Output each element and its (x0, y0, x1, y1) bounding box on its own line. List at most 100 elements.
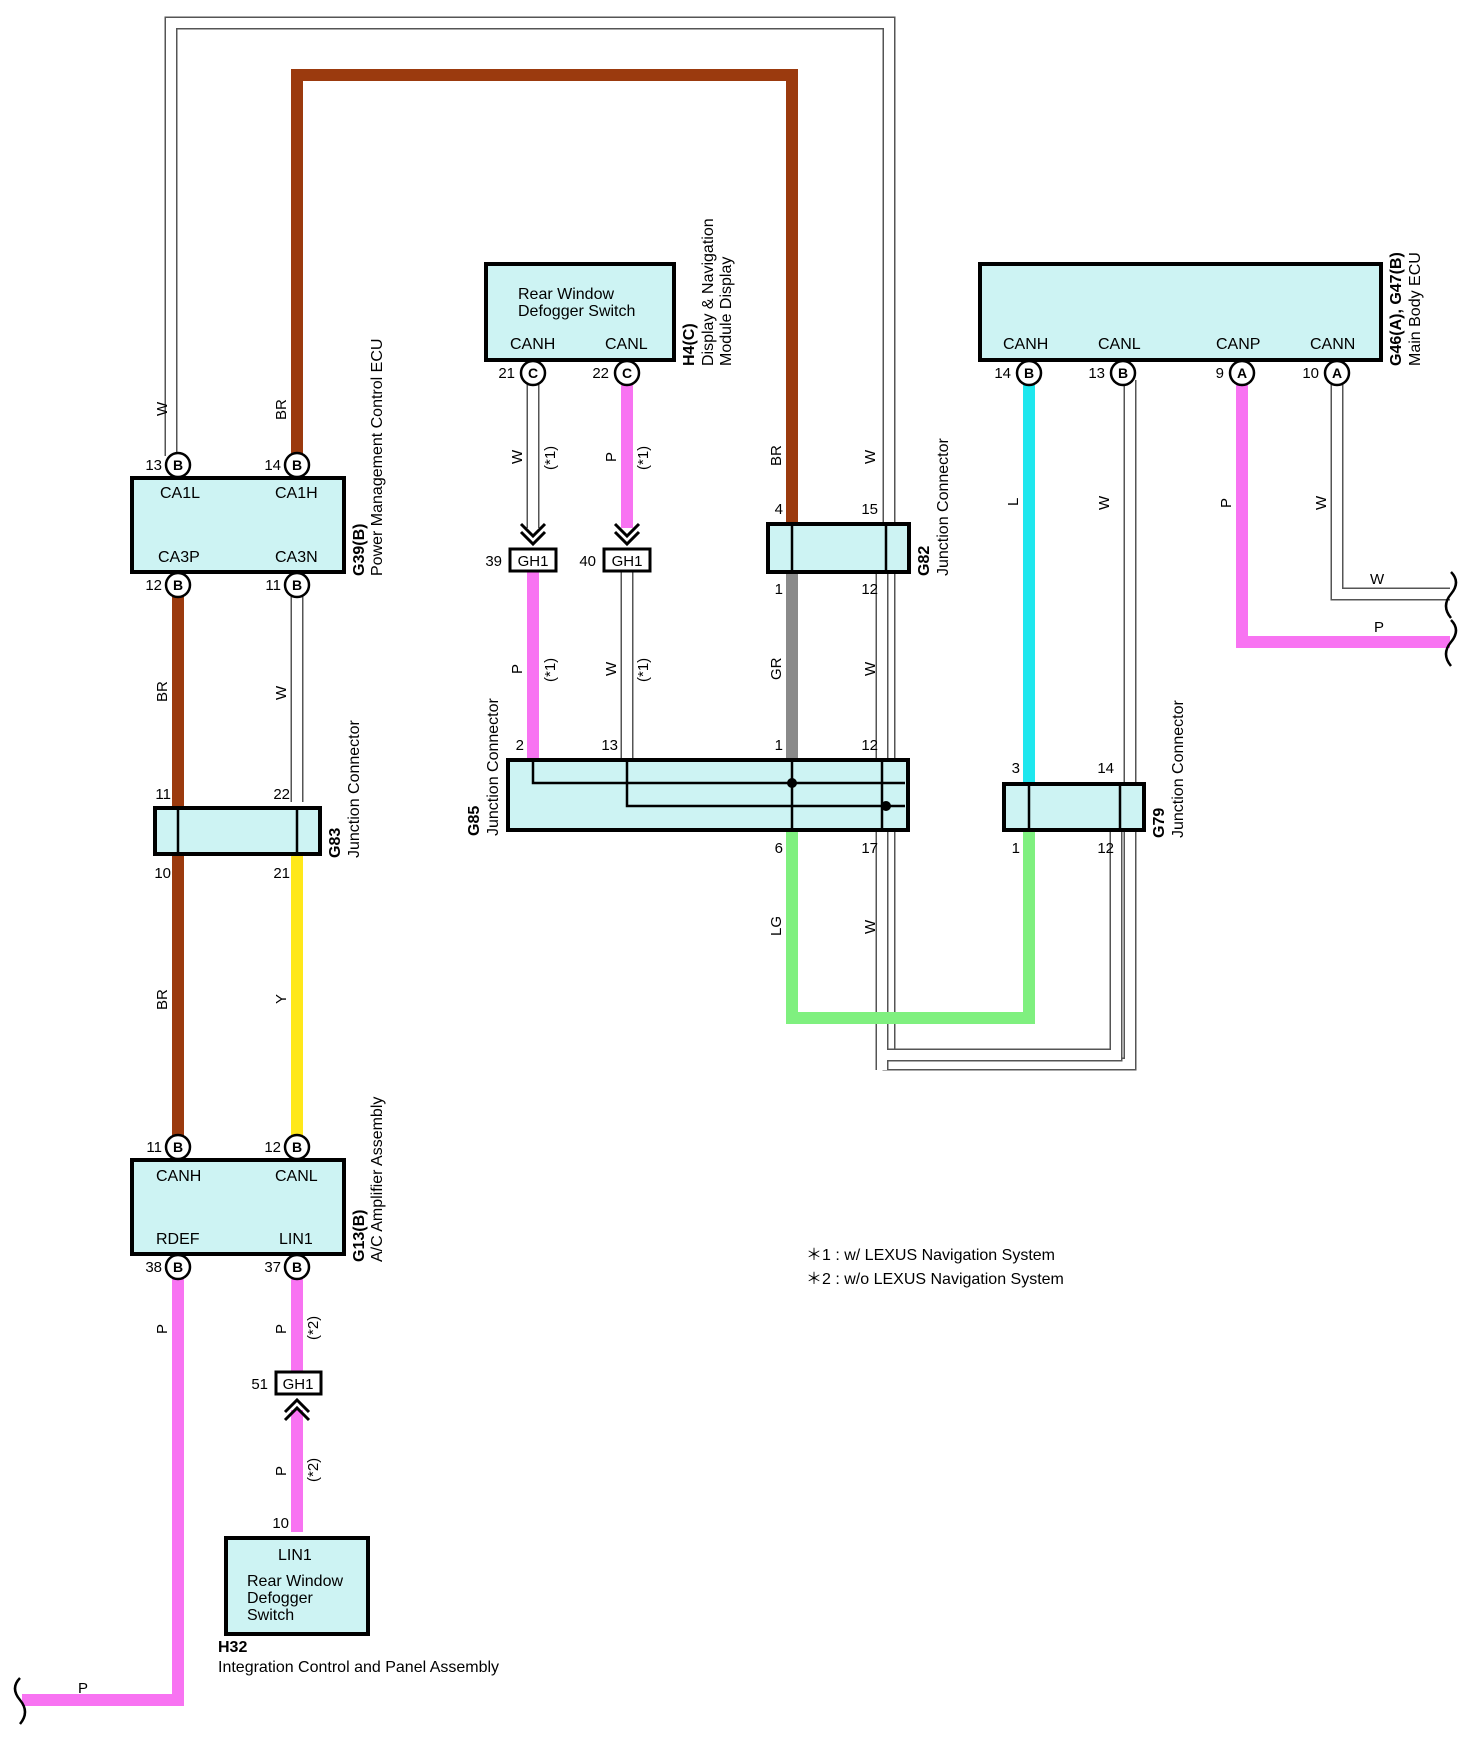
gh1-connector-51: GH1 51 (251, 1370, 323, 1422)
svg-text:10: 10 (154, 865, 171, 882)
svg-text:Junction Connector: Junction Connector (485, 697, 502, 836)
svg-text:CANP: CANP (1216, 336, 1260, 353)
svg-text:GH1: GH1 (612, 553, 643, 570)
svg-text:G82: G82 (916, 546, 933, 576)
svg-text:15: 15 (861, 501, 878, 518)
svg-text:(*1): (*1) (542, 446, 559, 470)
svg-text:B: B (173, 1259, 183, 1275)
svg-text:11: 11 (146, 1139, 162, 1156)
svg-text:40: 40 (579, 553, 596, 570)
svg-text:CANL: CANL (275, 1168, 318, 1185)
svg-text:B: B (173, 457, 183, 473)
svg-text:(*1): (*1) (635, 446, 652, 470)
svg-text:B: B (1118, 365, 1128, 381)
svg-text:W: W (509, 449, 526, 464)
g82-junction-connector: 4 15 1 12 G82 Junction Connector (766, 437, 952, 598)
g39-power-management-ecu: CA1L CA1H CA3P CA3N B B B B 13 14 12 11 … (130, 339, 386, 599)
pin-number: 13 (145, 457, 162, 474)
svg-text:(*1): (*1) (542, 658, 559, 682)
svg-text:Switch: Switch (247, 1607, 294, 1624)
svg-text:L: L (1005, 498, 1022, 506)
svg-text:14: 14 (994, 365, 1011, 382)
svg-text:P: P (1374, 619, 1384, 636)
svg-text:H4(C): H4(C) (681, 323, 698, 366)
svg-text:G79: G79 (1151, 808, 1168, 838)
svg-text:39: 39 (485, 553, 502, 570)
svg-text:RDEF: RDEF (156, 1231, 200, 1248)
svg-text:1: 1 (1012, 840, 1020, 857)
svg-text:H32: H32 (218, 1639, 247, 1656)
svg-text:P: P (603, 452, 620, 462)
svg-text:W: W (1313, 495, 1330, 510)
pin-number: 14 (264, 457, 281, 474)
svg-text:W: W (273, 685, 290, 700)
svg-text:(*1): (*1) (635, 658, 652, 682)
svg-text:GR: GR (768, 657, 785, 680)
svg-text:BR: BR (768, 445, 785, 466)
svg-text:C: C (528, 365, 538, 381)
svg-text:W: W (862, 449, 879, 464)
h4-display-navigation-module: Rear Window Defogger Switch CANH CANL C … (484, 218, 735, 387)
pin-label-ca3n: CA3N (275, 549, 318, 566)
wire-p-bottom (22, 1278, 184, 1706)
svg-text:1: 1 (775, 581, 783, 598)
svg-text:CANL: CANL (605, 336, 648, 353)
svg-text:12: 12 (264, 1139, 281, 1156)
wire-w-right (1330, 380, 1450, 601)
note-1: ＊1 : w/ LEXUS Navigation System (806, 1247, 1055, 1264)
svg-text:13: 13 (601, 737, 618, 754)
break-marks (13, 571, 1458, 1725)
svg-text:P: P (1218, 498, 1235, 508)
gh1-connector-39-40: GH1 GH1 39 40 (485, 522, 652, 573)
svg-text:12: 12 (1097, 840, 1114, 857)
svg-text:B: B (173, 577, 183, 593)
svg-text:11: 11 (155, 786, 171, 803)
pin-label-ca3p: CA3P (158, 549, 200, 566)
wire-w-g85-17-loop (875, 830, 1123, 1070)
wire-lg (786, 830, 1035, 1024)
wires (22, 16, 1450, 1706)
svg-text:B: B (292, 577, 302, 593)
pin-number: 12 (145, 577, 162, 594)
svg-text:Rear Window: Rear Window (247, 1573, 343, 1590)
svg-text:Junction Connector: Junction Connector (1170, 699, 1187, 838)
pin-label-ca1h: CA1H (275, 485, 318, 502)
svg-text:(*2): (*2) (305, 1458, 322, 1482)
svg-text:22: 22 (273, 786, 290, 803)
svg-text:CANH: CANH (510, 336, 555, 353)
svg-text:A/C Amplifier Assembly: A/C Amplifier Assembly (369, 1097, 386, 1262)
svg-text:W: W (603, 661, 620, 676)
g46-main-body-ecu: CANH CANL CANP CANN B B A A 14 13 9 10 G… (978, 252, 1424, 387)
wire-p-right (1236, 380, 1450, 648)
svg-text:G46(A), G47(B): G46(A), G47(B) (1388, 252, 1405, 366)
svg-text:3: 3 (1012, 760, 1020, 777)
svg-text:Junction Connector: Junction Connector (935, 437, 952, 576)
svg-text:Rear Window: Rear Window (518, 286, 614, 303)
junction-name: Junction Connector (346, 719, 363, 858)
svg-text:9: 9 (1216, 365, 1224, 382)
svg-text:W: W (862, 661, 879, 676)
svg-text:37: 37 (264, 1259, 281, 1276)
svg-text:1: 1 (775, 737, 783, 754)
svg-text:22: 22 (592, 365, 609, 382)
svg-text:C: C (622, 365, 632, 381)
svg-text:2: 2 (516, 737, 524, 754)
wire-color-labels: W BR BR W BR Y P P (*2) P (*2) P W (*1) … (78, 399, 1385, 1697)
note-2: ＊2 : w/o LEXUS Navigation System (806, 1271, 1064, 1288)
svg-text:LIN1: LIN1 (278, 1547, 312, 1564)
svg-text:(*2): (*2) (305, 1316, 322, 1340)
svg-text:21: 21 (273, 865, 290, 882)
svg-text:GH1: GH1 (283, 1376, 314, 1393)
svg-text:B: B (173, 1139, 183, 1155)
svg-text:10: 10 (1302, 365, 1319, 382)
pin-number: 11 (265, 577, 281, 594)
svg-text:10: 10 (272, 1515, 289, 1532)
svg-text:P: P (154, 1324, 171, 1334)
svg-text:LG: LG (768, 916, 785, 936)
svg-text:Main Body ECU: Main Body ECU (1407, 252, 1424, 366)
svg-text:BR: BR (273, 399, 290, 420)
svg-text:P: P (273, 1466, 290, 1476)
svg-text:P: P (78, 1680, 88, 1697)
svg-text:BR: BR (154, 681, 171, 702)
